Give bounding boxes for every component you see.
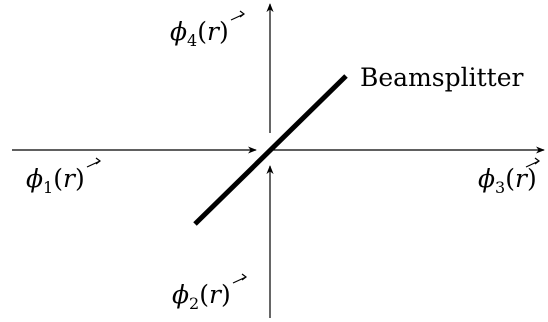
label-phi3-index: 3: [495, 178, 505, 197]
label-phi2-index: 2: [189, 294, 199, 313]
label-phi2-symbol: ϕ: [172, 280, 189, 309]
label-phi4-argument: r: [207, 17, 221, 46]
label-phi4: ϕ4(r): [170, 10, 245, 50]
label-phi1-index: 1: [43, 178, 53, 197]
label-phi2-argument: r: [209, 280, 223, 309]
label-phi3-symbol: ϕ: [478, 164, 495, 193]
label-phi4-symbol: ϕ: [170, 17, 187, 46]
label-phi2-vector-arrow: [232, 273, 247, 284]
svg-text:ϕ1(r): ϕ1(r): [26, 164, 85, 197]
label-phi4-index: 4: [187, 31, 197, 50]
svg-text:ϕ4(r): ϕ4(r): [170, 17, 229, 50]
label-phi4-vector-arrow: [230, 10, 245, 21]
label-phi2: ϕ2(r): [172, 273, 247, 313]
label-phi3: ϕ3(r): [478, 157, 540, 197]
label-phi3-argument: r: [515, 164, 529, 193]
svg-text:ϕ2(r): ϕ2(r): [172, 280, 231, 313]
label-phi1-symbol: ϕ: [26, 164, 43, 193]
beamsplitter-label: Beamsplitter: [360, 63, 523, 92]
label-phi1: ϕ1(r): [26, 157, 101, 197]
beamsplitter-mirror: [193, 74, 348, 226]
label-phi1-argument: r: [63, 164, 77, 193]
svg-text:ϕ3(r): ϕ3(r): [478, 164, 537, 197]
label-phi1-vector-arrow: [86, 157, 101, 168]
label-phi3-vector-arrow: [525, 157, 540, 168]
